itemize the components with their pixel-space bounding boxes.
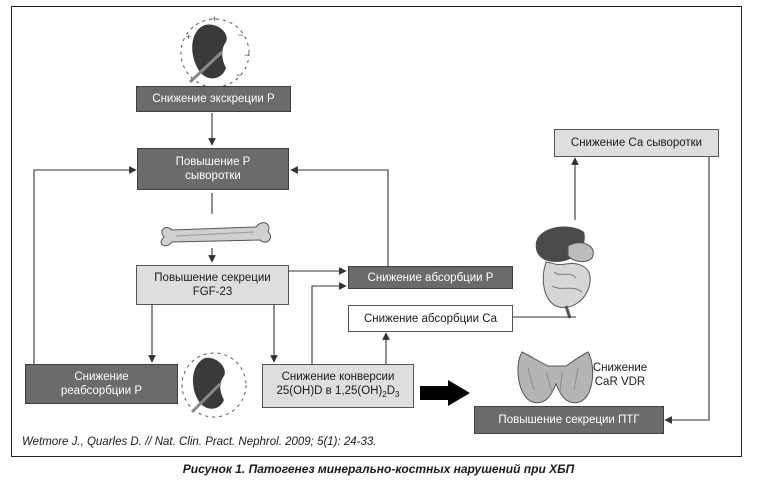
box-serum-ca-label: Снижение Са сыворотки	[570, 137, 703, 149]
connectors	[33, 113, 710, 424]
box-fgf23-line1: Повышение секреции	[154, 272, 271, 284]
box-serum-p: Повышение Р сыворотки	[137, 148, 289, 190]
box-excretion: Снижение экскреции Р	[136, 86, 291, 112]
svg-text:−: −	[236, 70, 241, 80]
box-fgf23: Повышение секреции FGF-23	[136, 265, 289, 305]
big-arrow	[420, 380, 470, 406]
box-absorb-p: Снижение абсорбции Р	[348, 266, 513, 289]
svg-text:+: +	[212, 14, 217, 24]
box-pth: Повышение секреции ПТГ	[474, 406, 664, 434]
citation: Wetmore J., Quarles D. // Nat. Clin. Pra…	[22, 436, 377, 448]
box-conversion-line2: 25(OH)D в 1,25(OH)2D3	[276, 385, 400, 399]
svg-text:−: −	[244, 50, 249, 60]
box-pth-label: Повышение секреции ПТГ	[498, 414, 640, 426]
box-fgf23-line2: FGF-23	[192, 286, 233, 298]
svg-text:+: +	[186, 32, 191, 42]
box-absorb-p-label: Снижение абсорбции Р	[367, 271, 494, 284]
box-serum-p-line1: Повышение Р	[175, 156, 251, 168]
svg-text:−: −	[238, 30, 243, 40]
box-conversion-line1: Снижение конверсии	[281, 371, 395, 383]
car-vdr-label: Снижение CaR VDR	[592, 362, 648, 388]
box-reabsorption-line2: реабсорбции Р	[60, 385, 143, 397]
kidney-icon: + − − − +	[180, 14, 250, 88]
box-serum-p-line2: сыворотки	[185, 170, 241, 182]
box-absorb-ca-label: Снижение абсорбции Са	[363, 312, 498, 325]
box-reabsorption: Снижение реабсорбции Р	[25, 364, 178, 404]
box-excretion-label: Снижение экскреции Р	[152, 93, 275, 105]
figure-caption: Рисунок 1. Патогенез минерально-костных …	[182, 462, 575, 476]
parathyroid-gland-icon	[517, 351, 594, 404]
digestive-organs-icon	[535, 226, 594, 319]
box-conversion: Снижение конверсии 25(OH)D в 1,25(OH)2D3	[262, 364, 414, 408]
box-reabsorption-line1: Снижение	[74, 371, 129, 383]
kidney-icon	[181, 352, 247, 418]
bone-icon	[160, 222, 272, 247]
figure-frame	[11, 6, 742, 457]
box-absorb-ca: Снижение абсорбции Са	[348, 305, 513, 332]
box-serum-ca: Снижение Са сыворотки	[554, 129, 719, 157]
